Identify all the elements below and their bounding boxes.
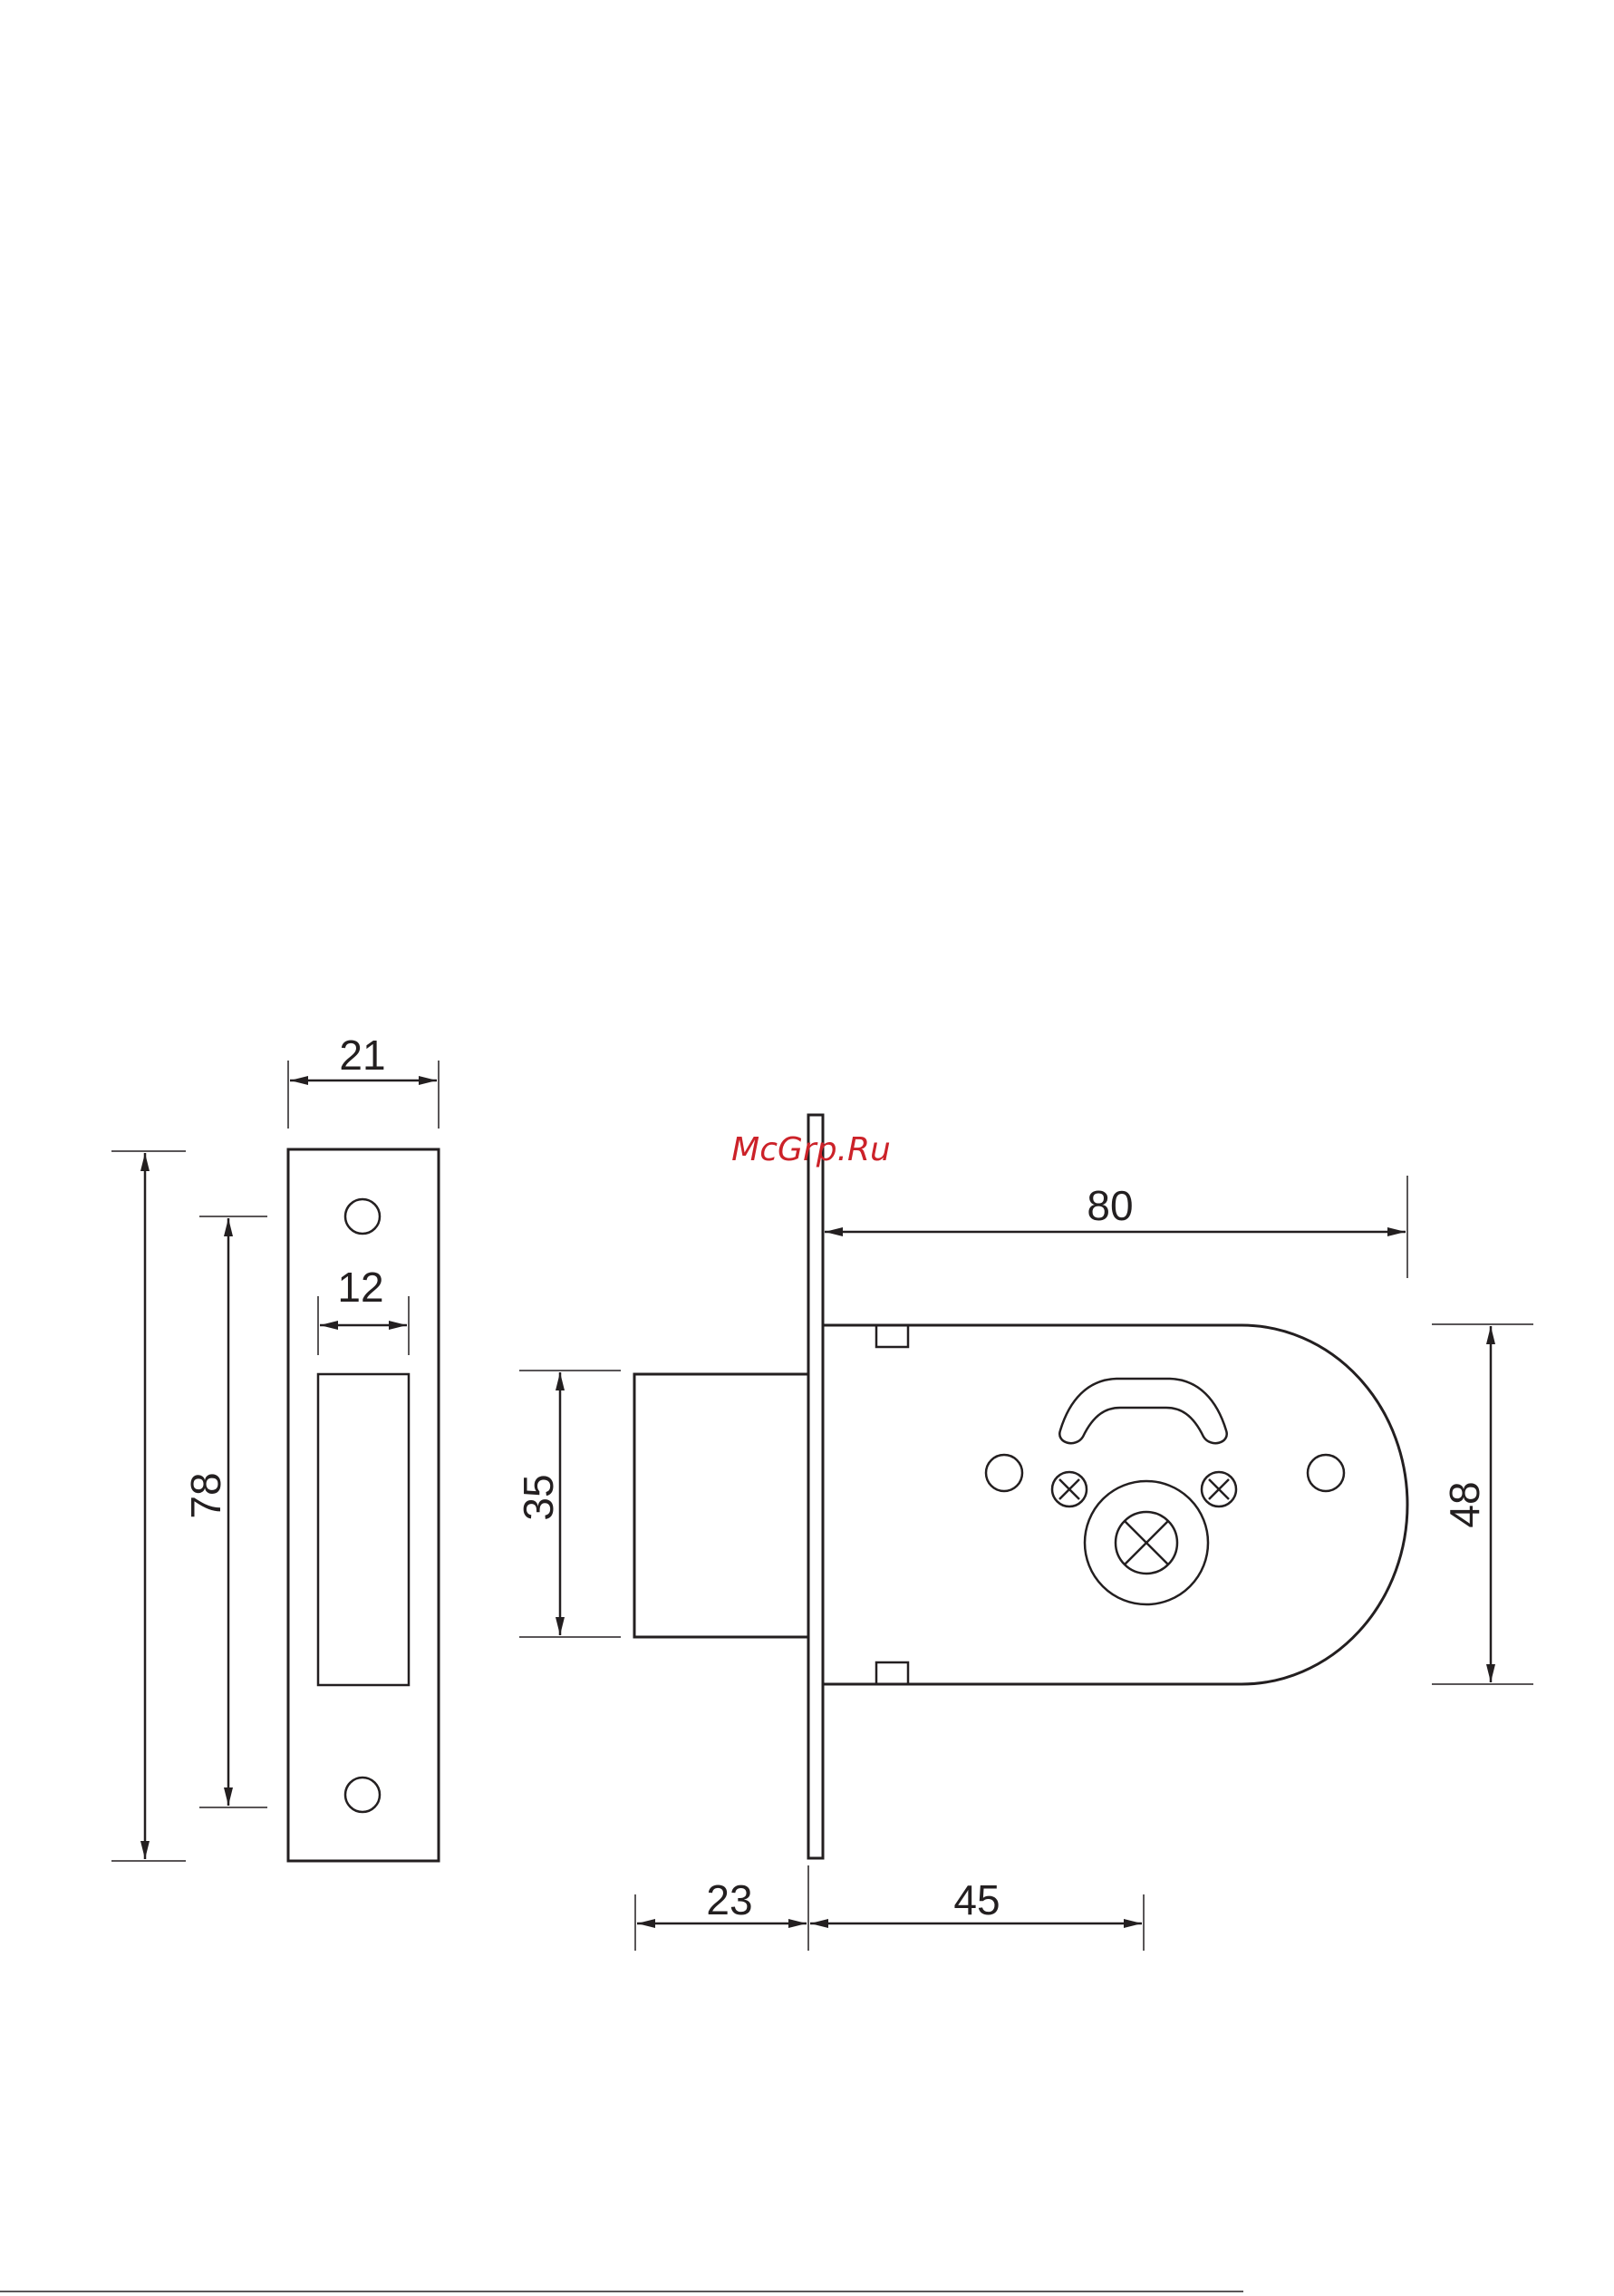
strike-plate (288, 1149, 439, 1861)
dim-label-strike-opening: 12 (337, 1264, 383, 1311)
lock-bolt (634, 1374, 808, 1637)
dim-body-height: 48 (1432, 1324, 1533, 1684)
dim-label-strike-height: 78 (182, 1472, 229, 1518)
dim-label-backset: 80 (1087, 1182, 1133, 1229)
dim-strike-height: 78 (111, 1151, 229, 1861)
dim-strike-width: 21 (288, 1032, 439, 1129)
dim-backset: 80 (825, 1176, 1407, 1278)
lock-faceplate (808, 1115, 823, 1858)
dim-label-bolt-height: 35 (515, 1474, 562, 1520)
dim-label-axis-distance: 45 (953, 1876, 1000, 1923)
dim-axis-distance: 45 (810, 1876, 1144, 1951)
lock-assembly (634, 1115, 1407, 1858)
dim-bolt-height: 35 (515, 1371, 621, 1637)
watermark-text: McGrp.Ru (731, 1131, 891, 1168)
strike-plate-outline (288, 1149, 439, 1861)
dim-bolt-throw: 23 (635, 1865, 808, 1951)
dim-label-bolt-throw: 23 (706, 1876, 752, 1923)
dim-label-strike-width: 21 (339, 1032, 385, 1079)
dim-label-body-height: 48 (1441, 1481, 1488, 1527)
